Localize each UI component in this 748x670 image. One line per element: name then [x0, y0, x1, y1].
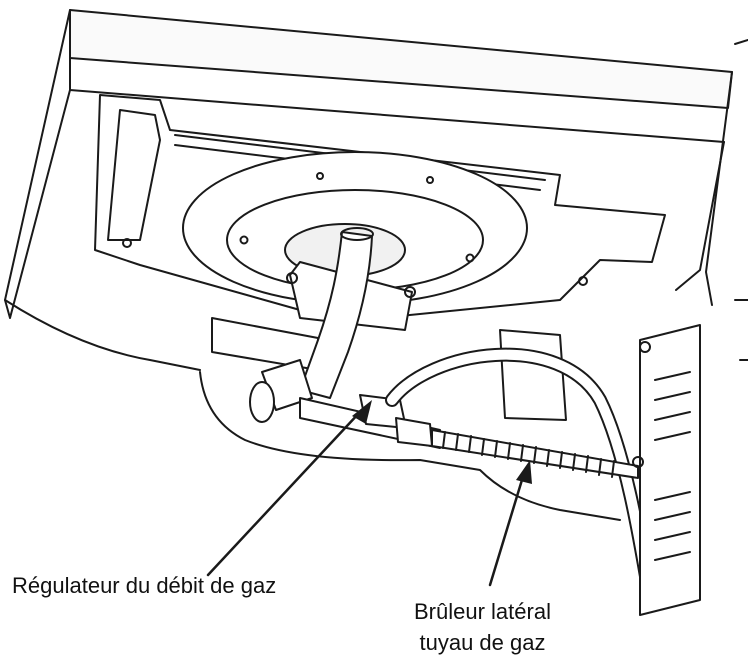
vent-slots — [654, 371, 691, 561]
panel-bolt-mid — [632, 456, 644, 468]
regulator-callout-line — [206, 410, 362, 577]
housing-top-panel — [69, 9, 733, 109]
control-block — [499, 329, 567, 421]
side-burner-label-line1: Brûleur latéral — [414, 599, 551, 624]
disk-screw-1 — [239, 235, 249, 245]
side-bracket-box — [211, 317, 319, 371]
flex-hose-inner — [387, 349, 655, 605]
housing-right-wall — [705, 71, 733, 306]
regulator-label: Régulateur du débit de gaz — [12, 573, 277, 598]
burner-callout-line — [488, 468, 527, 587]
housing-left-lip — [4, 299, 201, 371]
housing-left-wall — [4, 9, 71, 319]
regulator-arrowhead — [352, 400, 372, 424]
lower-panel-edge — [199, 371, 621, 521]
venturi-tube — [299, 231, 373, 399]
side-panel — [639, 324, 701, 616]
disk-screw-4 — [426, 176, 434, 184]
housing-right-inner — [675, 141, 725, 291]
disk-screw-3 — [316, 172, 324, 180]
bracket-bolt-right — [404, 286, 416, 298]
mount-plate-inner — [107, 109, 161, 241]
bracket-bolt-left — [286, 272, 298, 284]
housing-right-flange — [734, 39, 748, 361]
plate-bolt-left — [122, 238, 132, 248]
venturi-inlet — [340, 227, 374, 241]
side-burner-label-line2: tuyau de gaz — [419, 630, 546, 655]
burner-arrowhead — [516, 460, 532, 484]
panel-bolt-top — [639, 341, 651, 353]
corrugation-lines — [442, 431, 615, 478]
side-burner-label: Brûleur latéral tuyau de gaz — [414, 596, 551, 658]
regulator-nut-hex — [395, 417, 433, 447]
gas-fitting-nut — [249, 381, 275, 423]
disk-screw-2 — [465, 253, 475, 263]
plate-bolt-right — [578, 276, 588, 286]
